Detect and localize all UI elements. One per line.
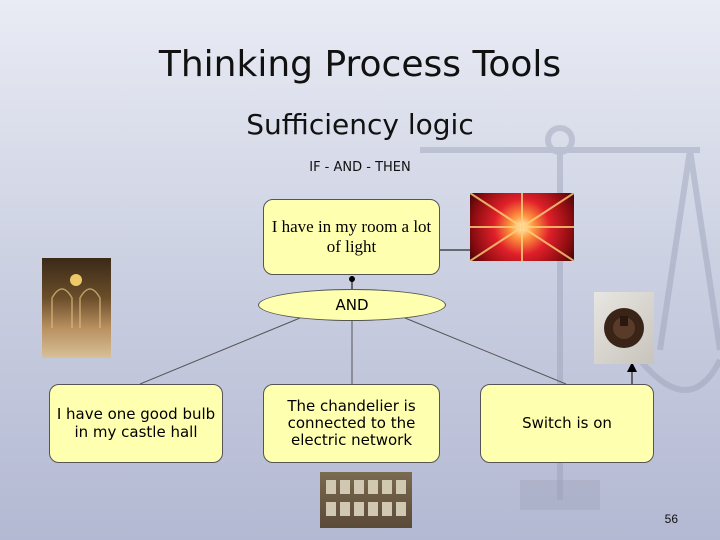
cause-box-switch: Switch is on bbox=[480, 384, 654, 463]
cause-box-bulb: I have one good bulb in my castle hall bbox=[49, 384, 223, 463]
light-switch-photo bbox=[594, 292, 654, 364]
electric-panel-photo bbox=[320, 472, 412, 528]
cause-box-chandelier: The chandelier is connected to the elect… bbox=[263, 384, 440, 463]
page-number: 56 bbox=[664, 512, 678, 526]
junction-dot bbox=[349, 276, 355, 282]
and-connector-oval: AND bbox=[258, 289, 446, 321]
oval-to-left-line bbox=[139, 317, 301, 385]
oval-to-right-line bbox=[404, 317, 567, 385]
logic-caption: IF - AND - THEN bbox=[309, 160, 411, 175]
light-burst-photo bbox=[470, 193, 574, 261]
slide-subtitle: Sufficiency logic bbox=[246, 108, 474, 141]
effect-box: I have in my room a lot of light bbox=[263, 199, 440, 275]
slide-title: Thinking Process Tools bbox=[158, 44, 562, 85]
castle-hall-photo bbox=[42, 258, 111, 358]
